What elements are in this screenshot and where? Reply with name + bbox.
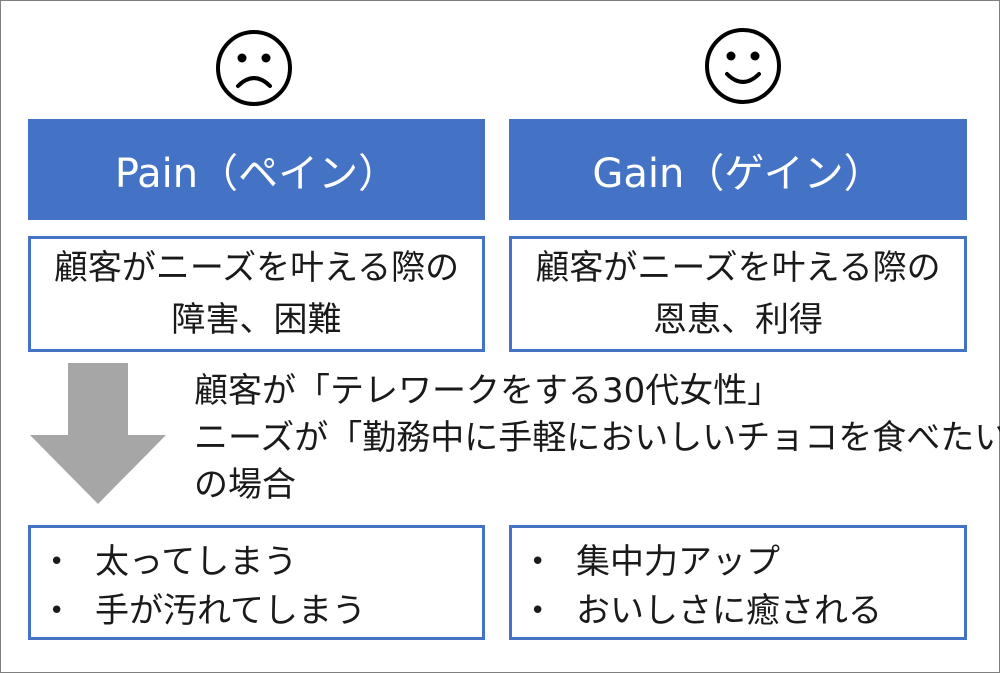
gain-example-text: おいしさに癒される — [576, 591, 882, 631]
list-item: • おいしさに癒される — [530, 587, 882, 636]
list-item: • 太ってしまう — [49, 538, 366, 587]
pain-example-text: 手が汚れてしまう — [95, 591, 366, 631]
pain-header: Pain（ペイン） — [28, 119, 485, 220]
bullet: • — [49, 596, 65, 626]
gain-examples-list: • 集中力アップ • おいしさに癒される — [530, 538, 882, 636]
bullet: • — [530, 547, 546, 577]
pain-description-box: 顧客がニーズを叶える際の 障害、困難 — [28, 236, 485, 352]
scenario-line1: 顧客が「テレワークをする30代女性」 — [194, 371, 782, 411]
gain-desc-line1: 顧客がニーズを叶える際の — [535, 248, 941, 288]
down-arrow-icon — [30, 363, 166, 504]
gain-title: Gain（ゲイン） — [592, 150, 884, 197]
gain-desc-line2: 恩恵、利得 — [653, 300, 823, 340]
scenario-text: 顧客が「テレワークをする30代女性」 ニーズが「勤務中に手軽においしいチョコを食… — [194, 368, 1000, 509]
list-item: • 手が汚れてしまう — [49, 587, 366, 636]
bullet: • — [530, 596, 546, 626]
pain-title: Pain（ペイン） — [114, 150, 399, 197]
pain-examples-list: • 太ってしまう • 手が汚れてしまう — [49, 538, 366, 636]
list-item: • 集中力アップ — [530, 538, 882, 587]
pain-desc-line2: 障害、困難 — [171, 300, 342, 340]
gain-header: Gain（ゲイン） — [509, 119, 967, 220]
pain-examples-box: • 太ってしまう • 手が汚れてしまう — [28, 525, 485, 640]
sad-face-icon — [216, 30, 292, 106]
scenario-line2: ニーズが「勤務中に手軽においしいチョコを食べたい」 — [194, 418, 1000, 458]
pain-desc-line1: 顧客がニーズを叶える際の — [53, 248, 460, 288]
gain-examples-box: • 集中力アップ • おいしさに癒される — [509, 525, 967, 640]
smiley-face-icon — [705, 28, 781, 104]
pain-example-text: 太ってしまう — [95, 542, 298, 582]
gain-description-box: 顧客がニーズを叶える際の 恩恵、利得 — [509, 236, 967, 352]
scenario-line3: の場合 — [194, 465, 296, 505]
gain-example-text: 集中力アップ — [576, 542, 780, 582]
bullet: • — [49, 547, 65, 577]
